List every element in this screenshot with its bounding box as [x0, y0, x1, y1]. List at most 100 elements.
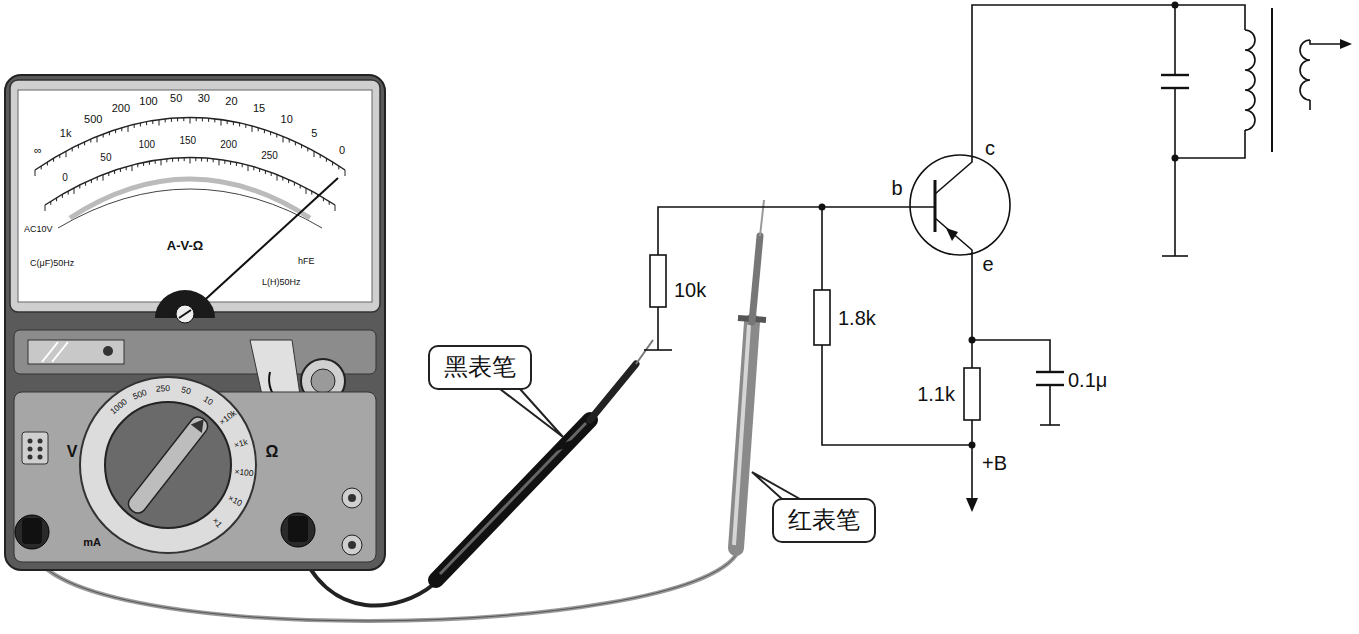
- aux-jack: [342, 535, 362, 555]
- hfe-socket: [22, 432, 48, 464]
- mirror-band: [70, 179, 310, 218]
- dial-knob: [105, 402, 231, 528]
- scale-tick: [195, 158, 196, 162]
- scale-tick: [300, 185, 301, 189]
- range-label: mA: [83, 536, 101, 548]
- scale-tick: [224, 160, 225, 164]
- scale-tick: [108, 172, 109, 176]
- scale-tick: [97, 177, 98, 181]
- scale-tick: [91, 179, 92, 183]
- scale-tick: [314, 151, 315, 157]
- scale-tick: [56, 198, 57, 202]
- scale-tick: [35, 170, 36, 176]
- scale-label: 15: [253, 102, 265, 114]
- indicator: [103, 346, 113, 356]
- scale-tick: [126, 167, 127, 171]
- emitter-arrow: [946, 228, 958, 241]
- scale-tick: [338, 166, 339, 170]
- scale-tick: [41, 166, 42, 170]
- scale-tick: [72, 148, 73, 152]
- scale-tick: [74, 188, 75, 194]
- scale-tick: [289, 139, 290, 143]
- scale-tick: [97, 136, 98, 142]
- scale-tick: [103, 134, 104, 138]
- callout-text: 红表笔: [788, 506, 860, 534]
- scale-tick: [270, 132, 271, 136]
- scale-tick: [161, 159, 162, 165]
- black-probe-shine: [440, 423, 586, 574]
- scale-tick: [84, 142, 85, 146]
- scale-tick: [345, 170, 346, 176]
- red-probe-tip: [760, 200, 764, 236]
- scale-tick: [85, 182, 86, 186]
- scale-tick: [242, 164, 243, 168]
- component-label: 1.8k: [838, 307, 876, 329]
- scale-tick: [311, 191, 312, 195]
- red-probe-shine: [734, 325, 749, 545]
- scale-tick: [323, 198, 324, 202]
- strip-window: [28, 340, 124, 364]
- needle-pivot: [155, 290, 215, 318]
- scale-tick: [190, 118, 191, 124]
- scale-tick: [109, 132, 110, 136]
- range-label: V: [67, 443, 78, 461]
- scale-label: 50: [100, 151, 111, 162]
- scale-tick: [79, 185, 80, 189]
- component-label: c: [985, 137, 995, 159]
- scale-label: 5: [311, 127, 317, 139]
- scale-tick: [172, 158, 173, 162]
- scale-tick: [221, 120, 222, 126]
- range-label: ×1: [210, 516, 223, 529]
- scale-tick: [90, 139, 91, 143]
- scale-label: 30: [198, 92, 210, 104]
- scale-tick: [236, 162, 237, 166]
- range-label: ×1k: [233, 438, 249, 451]
- range-label: Ω: [266, 443, 279, 461]
- scale-tick: [301, 145, 302, 149]
- scale-tick: [53, 158, 54, 162]
- ohm-adjust-cap: [311, 369, 335, 393]
- scale-tick: [78, 145, 79, 149]
- scale-tick: [227, 121, 228, 125]
- scale-tick: [190, 158, 191, 164]
- scale-tick: [45, 205, 46, 211]
- scale-tick: [252, 126, 253, 132]
- scale-tick: [258, 128, 259, 132]
- scale-tick: [140, 123, 141, 127]
- scale-tick: [306, 188, 307, 194]
- scale-tick: [155, 160, 156, 164]
- black-probe-tip: [636, 340, 653, 364]
- scale-label: 250: [261, 150, 278, 161]
- scale-tick: [146, 122, 147, 126]
- scale-tick: [183, 118, 184, 122]
- scale-label: 1k: [60, 127, 72, 139]
- scale-tick: [149, 161, 150, 165]
- circuit: [644, 5, 1345, 505]
- scale-tick: [332, 162, 333, 166]
- scale-tick: [219, 159, 220, 165]
- scale-tick: [248, 165, 249, 171]
- ohm-scale-arc: [35, 118, 345, 171]
- scale-tick: [230, 161, 231, 165]
- scale-tick: [259, 168, 260, 172]
- scale-tick: [132, 165, 133, 171]
- dial-pointer: [125, 414, 211, 516]
- scale-tick: [283, 136, 284, 142]
- scale-tick: [159, 120, 160, 126]
- scale-tick: [208, 118, 209, 122]
- aux-jack: [342, 488, 362, 508]
- scale-tick: [201, 158, 202, 162]
- scale-tick: [233, 122, 234, 126]
- component-label: 10k: [674, 279, 706, 301]
- scale-tick: [214, 119, 215, 123]
- scale-label: AC10V: [24, 225, 53, 235]
- scale-tick: [68, 191, 69, 195]
- scale-tick: [103, 175, 104, 181]
- supply-arrow: [966, 498, 978, 512]
- zero-screw: [176, 305, 194, 323]
- scale-tick: [264, 130, 265, 134]
- scale-tick: [50, 201, 51, 205]
- range-label: ×10k: [218, 409, 238, 428]
- scale-ticks: [35, 118, 345, 212]
- com-jack: [15, 515, 49, 549]
